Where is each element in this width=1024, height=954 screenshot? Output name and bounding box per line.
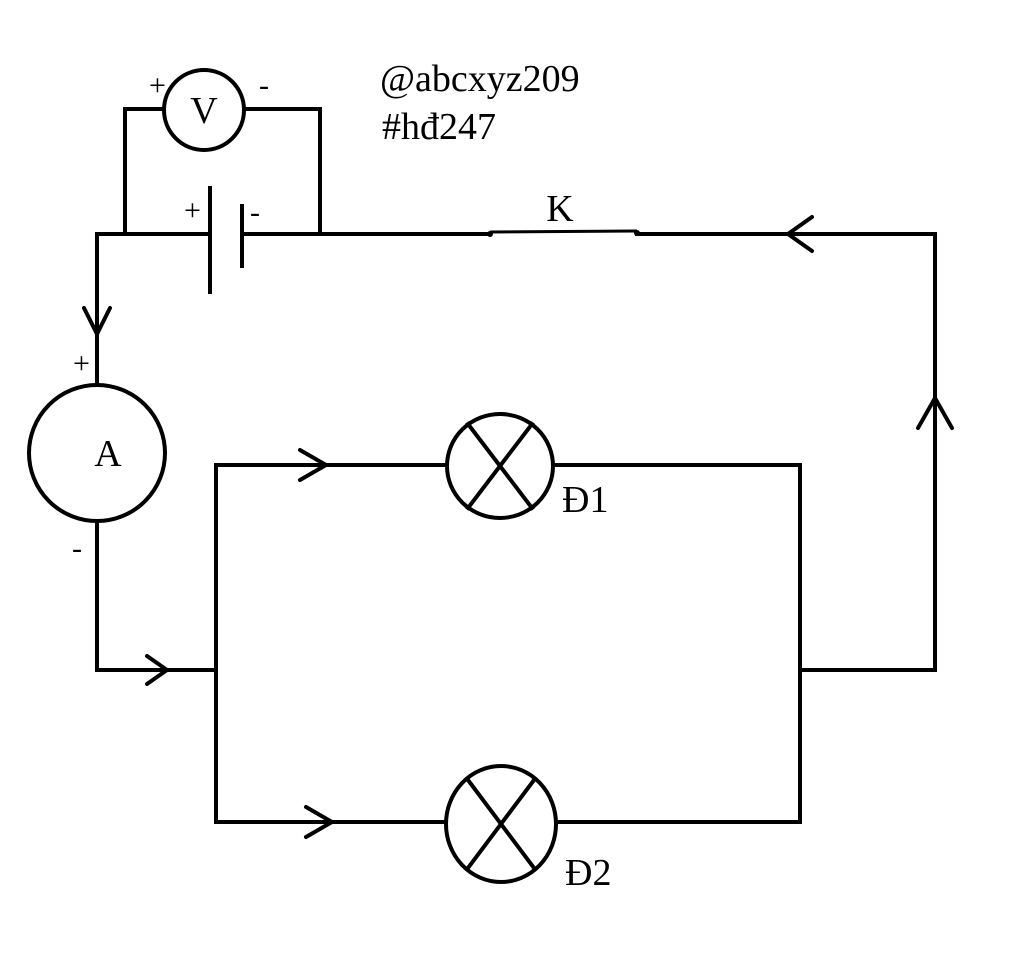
current-arrow-top — [784, 215, 814, 253]
switch-label: K — [546, 188, 574, 230]
lamp1-label: Đ1 — [562, 479, 608, 521]
battery-plus-sign: + — [184, 194, 201, 227]
voltmeter-circle — [162, 68, 246, 152]
ammeter-label: A — [94, 433, 122, 475]
voltmeter-wire-left — [123, 107, 166, 236]
switch-blade — [489, 229, 638, 234]
current-arrow-bottom-left — [145, 654, 171, 686]
switch-k: K — [487, 188, 640, 237]
watermark-line-2: #hđ247 — [382, 106, 496, 148]
current-arrow-branch2 — [304, 805, 337, 839]
voltmeter-branch — [123, 107, 322, 236]
right-return-wire — [635, 232, 937, 672]
lamp2-circle — [444, 764, 558, 884]
current-arrow-right — [916, 393, 954, 430]
left-wire-lower — [95, 519, 218, 672]
lamp2-cross-b — [465, 777, 537, 871]
lamp2-label: Đ2 — [565, 852, 611, 894]
voltmeter: V + - — [149, 68, 269, 152]
current-arrow-branch1 — [298, 448, 331, 482]
lamp1-circle — [445, 412, 555, 520]
battery: + - — [184, 186, 260, 294]
voltmeter-plus-sign: + — [149, 69, 166, 102]
lamp-d1: Đ1 — [445, 412, 608, 521]
voltmeter-minus-sign: - — [259, 69, 269, 102]
lamp-d2: Đ2 — [444, 764, 611, 894]
voltmeter-label: V — [190, 90, 218, 132]
watermark-line-1: @abcxyz209 — [380, 58, 580, 100]
current-arrow-left — [82, 306, 112, 339]
voltmeter-wire-right — [242, 107, 322, 236]
ammeter-minus-sign: - — [72, 532, 82, 565]
lamp1-cross-b — [465, 421, 535, 511]
ammeter-plus-sign: + — [73, 347, 90, 380]
battery-minus-sign: - — [250, 196, 260, 229]
switch-contact-left — [487, 231, 493, 237]
